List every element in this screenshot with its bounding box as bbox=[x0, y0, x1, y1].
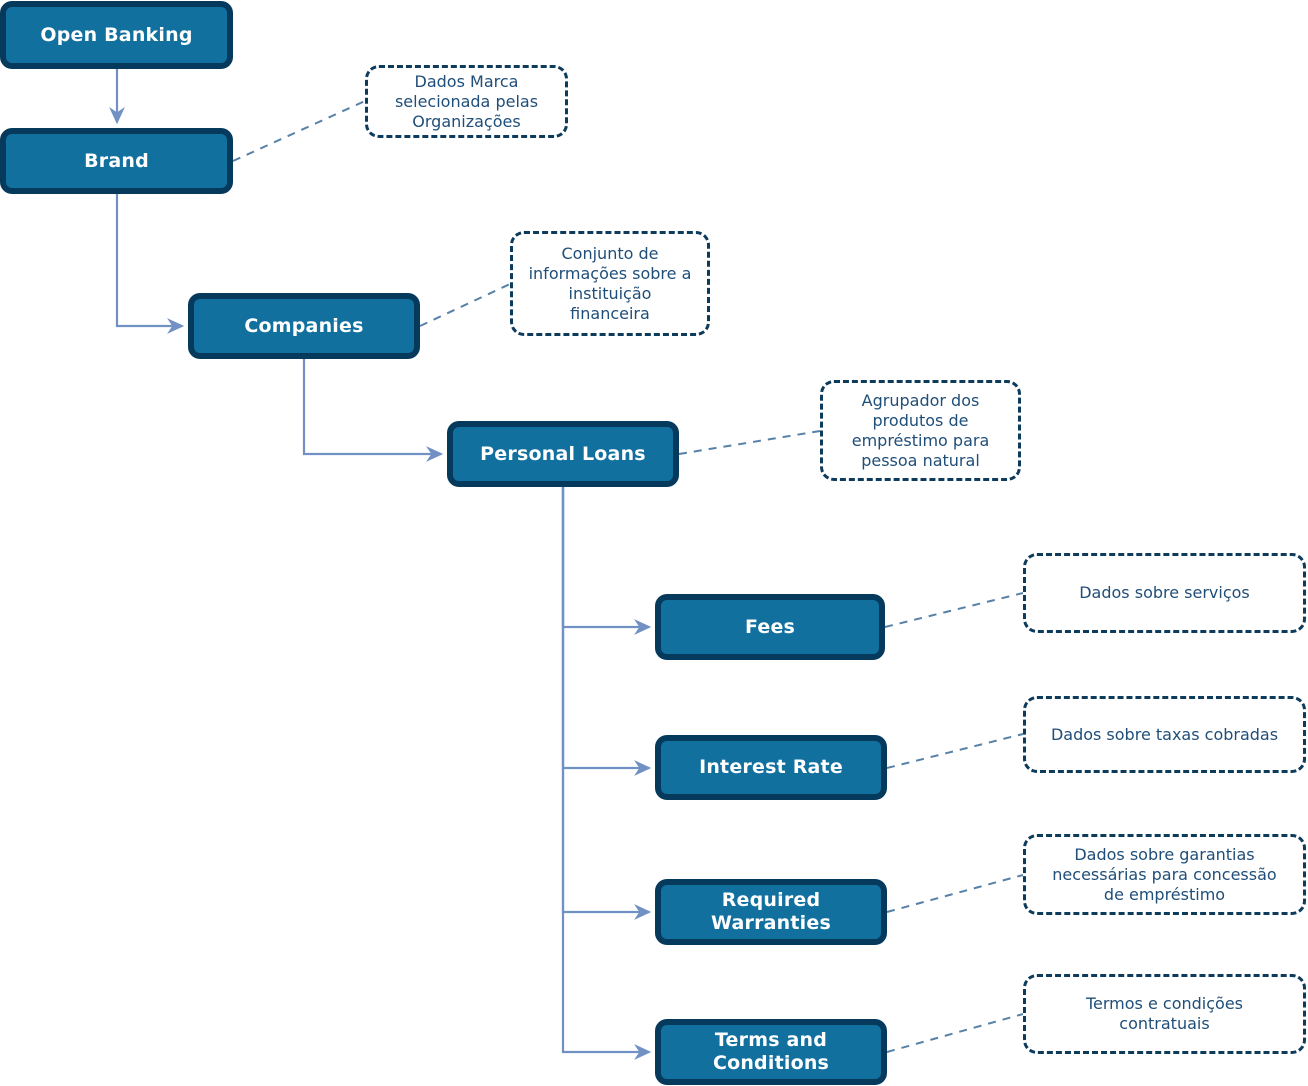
note-companies: Conjunto de informações sobre a institui… bbox=[510, 231, 710, 336]
link-interest-note bbox=[886, 733, 1024, 769]
note-terms-and-conditions: Termos e condições contratuais bbox=[1023, 974, 1306, 1054]
edge-personal-loans-terms bbox=[561, 487, 652, 1060]
node-terms-and-conditions[interactable]: Terms and Conditions bbox=[655, 1019, 887, 1085]
note-fees: Dados sobre serviços bbox=[1023, 553, 1306, 633]
node-brand-label: Brand bbox=[84, 149, 149, 172]
note-brand: Dados Marca selecionada pelas Organizaçõ… bbox=[365, 65, 568, 138]
node-companies[interactable]: Companies bbox=[188, 293, 420, 359]
node-required-warranties-label: Required Warranties bbox=[711, 889, 831, 934]
node-fees[interactable]: Fees bbox=[655, 594, 885, 660]
edge-personal-loans-interest bbox=[561, 487, 652, 776]
link-brand-note bbox=[232, 100, 366, 162]
node-required-warranties[interactable]: Required Warranties bbox=[655, 879, 887, 945]
note-required-warranties-text: Dados sobre garantias necessárias para c… bbox=[1052, 844, 1277, 904]
node-open-banking[interactable]: Open Banking bbox=[0, 1, 233, 69]
note-interest-rate-text: Dados sobre taxas cobradas bbox=[1050, 724, 1279, 744]
node-open-banking-label: Open Banking bbox=[40, 23, 193, 46]
node-brand[interactable]: Brand bbox=[0, 128, 233, 194]
note-brand-text: Dados Marca selecionada pelas Organizaçõ… bbox=[394, 71, 539, 131]
edge-personal-loans-warranties bbox=[561, 487, 652, 920]
edge-personal-loans-fees bbox=[561, 487, 652, 635]
edge-brand-companies bbox=[115, 194, 185, 334]
note-personal-loans-text: Agrupador dos produtos de empréstimo par… bbox=[851, 390, 990, 470]
note-required-warranties: Dados sobre garantias necessárias para c… bbox=[1023, 834, 1306, 915]
link-companies-note bbox=[419, 283, 511, 327]
link-fees-note bbox=[884, 592, 1024, 628]
note-interest-rate: Dados sobre taxas cobradas bbox=[1023, 696, 1306, 773]
edge-companies-personal-loans bbox=[302, 359, 444, 462]
note-fees-text: Dados sobre serviços bbox=[1079, 583, 1250, 602]
node-interest-rate[interactable]: Interest Rate bbox=[655, 735, 887, 800]
node-companies-label: Companies bbox=[244, 314, 364, 337]
node-terms-and-conditions-label: Terms and Conditions bbox=[712, 1029, 830, 1074]
note-terms-and-conditions-text: Termos e condições contratuais bbox=[1085, 994, 1243, 1033]
link-loans-note bbox=[678, 430, 821, 455]
note-companies-text: Conjunto de informações sobre a institui… bbox=[528, 243, 692, 323]
node-personal-loans[interactable]: Personal Loans bbox=[447, 421, 679, 487]
link-terms-note bbox=[886, 1013, 1024, 1053]
link-warranties-note bbox=[886, 874, 1024, 913]
node-interest-rate-label: Interest Rate bbox=[699, 756, 843, 779]
node-fees-label: Fees bbox=[744, 615, 796, 638]
note-personal-loans: Agrupador dos produtos de empréstimo par… bbox=[820, 380, 1021, 481]
node-personal-loans-label: Personal Loans bbox=[480, 442, 646, 465]
